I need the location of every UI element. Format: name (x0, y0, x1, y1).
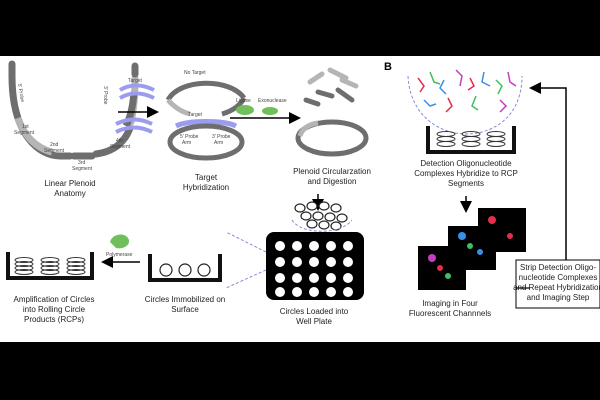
circularized-plenoid (295, 119, 369, 157)
detection-coils (436, 131, 506, 147)
strip-step-box (515, 259, 600, 309)
digested-fragments (303, 67, 359, 107)
immobilized-circles (159, 263, 211, 277)
ligase-icon (236, 105, 254, 115)
repeat-loop-arrow (529, 82, 567, 260)
caption-strip: Strip Detection Oligo-nucleotide Complex… (513, 263, 600, 302)
fluorescent-images (418, 208, 526, 290)
immobilized-tray (148, 254, 222, 282)
exonuclease-label: Exonuclease (258, 98, 287, 104)
loaded-circles (294, 201, 348, 231)
linear-5-probe-label: 5' Probe (16, 83, 25, 102)
well-plate-wells (275, 241, 353, 297)
target-label: Target (128, 78, 143, 84)
ligase-label: Ligase (236, 98, 251, 104)
target-on-ring-label: Target (188, 112, 203, 118)
polymerase-icon (110, 234, 130, 249)
detection-zoom-bowl (407, 75, 523, 135)
panel-b-letter: B (384, 61, 392, 73)
detection-oligos (417, 69, 517, 113)
linear-3-probe-label: 3' Probe (102, 86, 108, 105)
polymerase-label: Polymerase (106, 252, 133, 258)
rcp-tray (6, 252, 94, 280)
target-strands (115, 83, 155, 134)
no-target-label: No Target (184, 70, 206, 76)
detection-tray (426, 126, 516, 154)
exonuclease-icon (262, 107, 278, 115)
rcp-coils (14, 257, 86, 275)
